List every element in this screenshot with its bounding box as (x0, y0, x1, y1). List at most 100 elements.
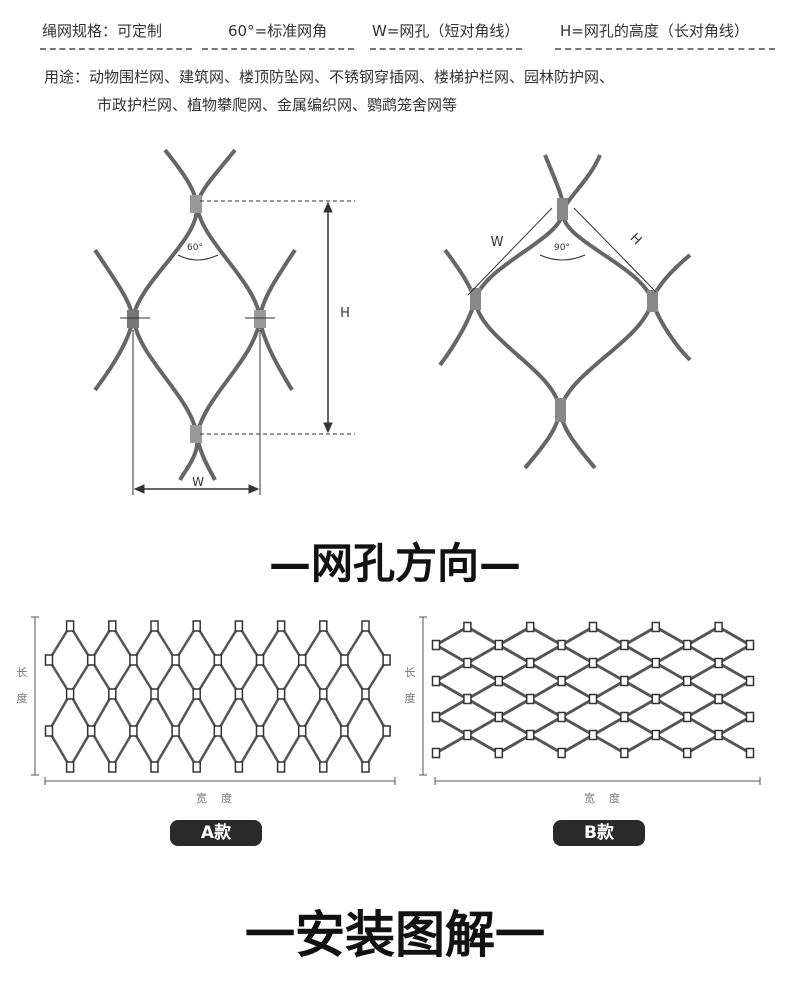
net-strand (435, 661, 469, 683)
net-strand (195, 730, 219, 768)
net-clip (557, 711, 566, 723)
net-clip (463, 729, 472, 741)
w-label-right: W (491, 235, 504, 250)
net-strand (686, 643, 720, 665)
net-strand (111, 730, 135, 768)
net-strand (655, 733, 688, 755)
net-clip (192, 688, 201, 700)
net-strand (322, 693, 346, 732)
net-strand (47, 730, 72, 768)
net-strand (717, 643, 751, 665)
net-strand (529, 661, 563, 683)
net-strand (466, 661, 500, 683)
net-clip (276, 688, 286, 700)
net-strand (592, 733, 626, 755)
net-strand (686, 733, 720, 755)
net-strand (717, 661, 751, 683)
net-strand (623, 625, 657, 647)
net-clip (382, 654, 391, 666)
net-strand (237, 693, 262, 732)
mesh-diagram-60 (93, 148, 297, 481)
net-clip (431, 639, 441, 651)
net-strand (560, 715, 594, 737)
net-strand (655, 643, 688, 665)
net-clip (361, 688, 370, 700)
net-clip (682, 711, 692, 723)
net-strand (686, 715, 720, 737)
net-strand (498, 643, 531, 665)
net-strand (623, 661, 657, 683)
net-strand (592, 679, 626, 701)
net-strand (301, 693, 325, 732)
net-clip (620, 711, 629, 723)
net-strand (174, 693, 198, 732)
dimension-lines-60 (120, 200, 355, 495)
net-strand (47, 693, 72, 732)
net-strand (301, 730, 325, 768)
net-clip (714, 657, 723, 669)
net-strand (686, 661, 720, 683)
dimension-lines-90 (467, 207, 657, 296)
h-definition: H=网孔的高度（长对角线） (560, 22, 749, 40)
mesh-diagram-90 (438, 154, 692, 470)
net-clip (588, 657, 598, 669)
net-strand (560, 679, 594, 701)
net-strand (343, 730, 367, 768)
net-clip (651, 657, 661, 669)
net-clip (588, 729, 598, 741)
divider (555, 48, 775, 50)
net-strand (529, 679, 563, 701)
net-clip (651, 729, 661, 741)
net-strand (655, 697, 688, 719)
angle-text: 60°=标准网角 (228, 22, 328, 40)
net-strand (717, 733, 751, 755)
net-clip (340, 654, 349, 666)
net-strand (592, 715, 626, 737)
net-clip (129, 654, 138, 666)
net-strand (560, 733, 594, 755)
net-clip (588, 621, 598, 633)
net-clip (557, 747, 566, 759)
net-clip (171, 725, 180, 737)
net-strand (216, 730, 240, 768)
net-strand (560, 661, 594, 683)
net-strand (153, 730, 177, 768)
net-clip (108, 620, 117, 632)
net-strand (111, 693, 135, 732)
spec-text: 绳网规格：可定制 (42, 22, 163, 40)
net-clip (361, 620, 370, 632)
angle-label-90: 90° (554, 243, 570, 253)
net-clip (129, 725, 138, 737)
net-strand (529, 733, 563, 755)
net-strand (560, 625, 594, 647)
net-clip (297, 654, 307, 666)
net-strand (435, 625, 469, 647)
net-strand (655, 661, 688, 683)
net-clip (44, 725, 54, 737)
net-clip (525, 657, 535, 669)
net-clip (234, 620, 244, 632)
net-clip (431, 711, 441, 723)
net-clip (682, 747, 692, 759)
net-strand (623, 697, 657, 719)
net-b-badge: B款 (553, 820, 645, 846)
net-a-width-label: 宽度 (196, 792, 246, 805)
net-strand (132, 730, 156, 768)
net-dimension-lines (31, 616, 761, 785)
angle-label-60: 60° (187, 243, 203, 253)
net-clip (525, 729, 535, 741)
net-strand (560, 697, 594, 719)
net-strand (655, 625, 688, 647)
net-strand (717, 625, 751, 647)
net-clip (319, 761, 328, 773)
net-clip (44, 654, 54, 666)
net-clip (65, 761, 75, 773)
net-clip (297, 725, 307, 737)
net-clip (431, 675, 441, 687)
net-strand (258, 730, 283, 768)
net-strand (498, 661, 531, 683)
net-strand (237, 730, 262, 768)
net-strand (623, 733, 657, 755)
net-strand (466, 715, 500, 737)
